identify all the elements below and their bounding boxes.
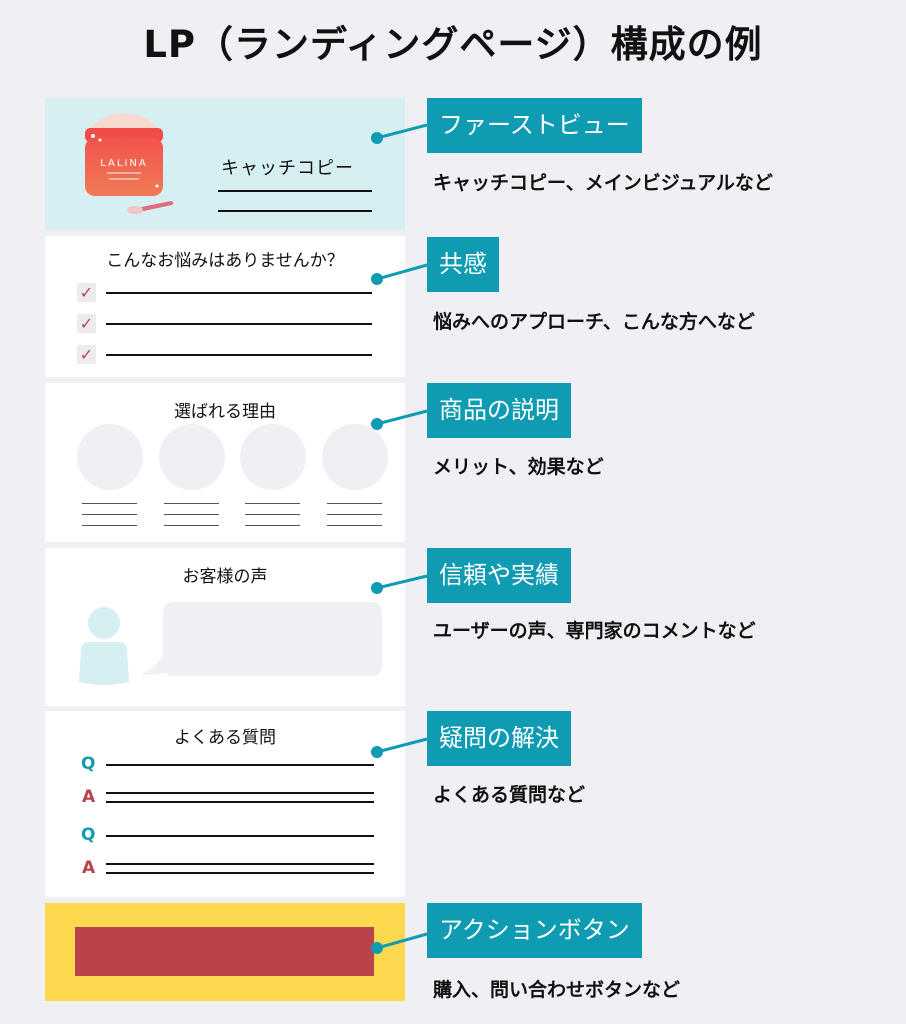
- label-product-description: 商品の説明: [427, 383, 571, 438]
- text-placeholder-line: [327, 525, 382, 526]
- user-avatar-icon: [79, 607, 129, 685]
- empathy-heading: こんなお悩みはありませんか？: [106, 251, 344, 271]
- text-placeholder-line: [218, 190, 372, 192]
- text-placeholder-line: [106, 764, 374, 766]
- desc-faq: よくある質問など: [433, 784, 586, 806]
- text-placeholder-line: [245, 514, 300, 515]
- text-placeholder-line: [106, 872, 374, 874]
- desc-first-view: キャッチコピー、メインビジュアルなど: [433, 172, 773, 194]
- text-placeholder-line: [82, 525, 137, 526]
- text-placeholder-line: [164, 503, 219, 504]
- text-placeholder-line: [106, 354, 372, 356]
- text-placeholder-line: [164, 514, 219, 515]
- text-placeholder-line: [106, 801, 374, 803]
- text-placeholder-line: [245, 503, 300, 504]
- image-placeholder-circle: [159, 424, 225, 490]
- label-action-button: アクションボタン: [427, 903, 642, 958]
- cta-button-placeholder: [75, 927, 374, 976]
- reasons-heading: 選ばれる理由: [174, 402, 276, 422]
- mock-empathy: こんなお悩みはありませんか？ ✓ ✓ ✓: [45, 236, 405, 377]
- mock-customer-voice: お客様の声: [45, 548, 405, 706]
- text-placeholder-line: [106, 292, 372, 294]
- svg-text:LALINA: LALINA: [100, 158, 147, 169]
- check-icon: ✓: [77, 345, 96, 364]
- image-placeholder-circle: [77, 424, 143, 490]
- text-placeholder-line: [106, 792, 374, 794]
- mock-product-reasons: 選ばれる理由: [45, 383, 405, 542]
- image-placeholder-circle: [322, 424, 388, 490]
- image-placeholder-circle: [240, 424, 306, 490]
- text-placeholder-line: [327, 514, 382, 515]
- text-placeholder-line: [164, 525, 219, 526]
- text-placeholder-line: [106, 323, 372, 325]
- text-placeholder-line: [82, 514, 137, 515]
- mock-first-view: LALINA キャッチコピー: [45, 98, 405, 230]
- text-placeholder-line: [218, 210, 372, 212]
- catch-copy-text: キャッチコピー: [221, 158, 354, 179]
- desc-action-button: 購入、問い合わせボタンなど: [433, 979, 681, 1001]
- question-marker: Q: [81, 825, 96, 845]
- mock-action: [45, 903, 405, 1001]
- text-placeholder-line: [327, 503, 382, 504]
- label-trust: 信頼や実績: [427, 548, 571, 603]
- voice-heading: お客様の声: [182, 567, 268, 587]
- text-placeholder-line: [106, 835, 374, 837]
- desc-trust: ユーザーの声、専門家のコメントなど: [433, 620, 756, 642]
- speech-bubble: [163, 602, 382, 676]
- faq-heading: よくある質問: [174, 728, 276, 748]
- answer-marker: A: [82, 787, 96, 807]
- page-title: LP（ランディングページ）構成の例: [143, 23, 763, 66]
- speech-bubble-tail: [141, 654, 167, 675]
- text-placeholder-line: [82, 503, 137, 504]
- text-placeholder-line: [245, 525, 300, 526]
- label-first-view: ファーストビュー: [427, 98, 642, 153]
- label-empathy: 共感: [427, 237, 499, 292]
- answer-marker: A: [82, 858, 96, 878]
- cream-jar-image: LALINA: [85, 113, 174, 214]
- label-faq: 疑問の解決: [427, 711, 571, 766]
- check-icon: ✓: [77, 283, 96, 302]
- text-placeholder-line: [106, 863, 374, 865]
- mock-faq: よくある質問 Q A Q A: [45, 711, 405, 897]
- check-icon: ✓: [77, 314, 96, 333]
- desc-empathy: 悩みへのアプローチ、こんな方へなど: [433, 311, 755, 333]
- question-marker: Q: [81, 754, 96, 774]
- desc-product-description: メリット、効果など: [433, 456, 604, 478]
